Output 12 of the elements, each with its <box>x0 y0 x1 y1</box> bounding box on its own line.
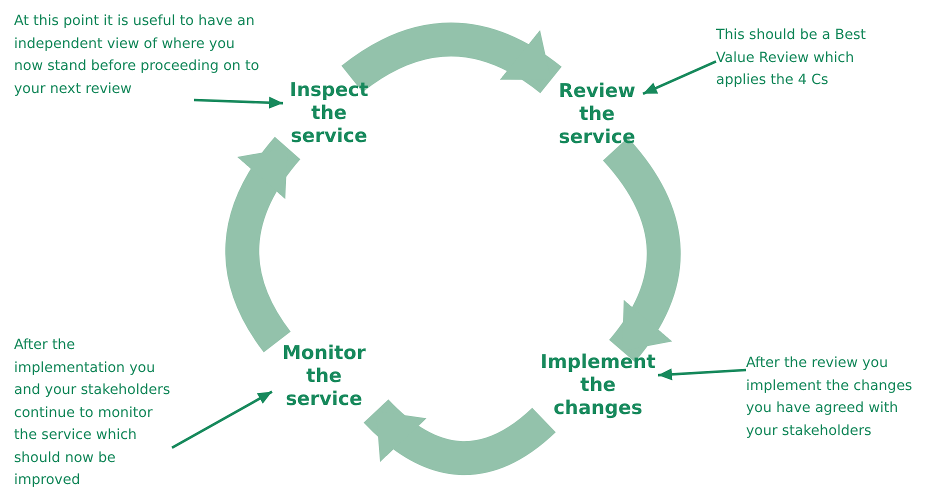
annotation-text: At this point it is useful to have an independent view of where you now stand before proceeding on to your next review <box>14 10 264 100</box>
annotation-text: After the implementation you and your stakeholders continue to monitor the service which should now be improved <box>14 334 172 492</box>
leader-arrow <box>171 390 273 449</box>
leader-arrow <box>658 368 746 381</box>
leader-arrow <box>194 96 284 109</box>
step-label: Inspect the service <box>283 79 375 148</box>
step-label: Monitor the service <box>272 342 376 411</box>
step-label: Implement the changes <box>538 351 658 420</box>
leader-arrow <box>642 60 717 96</box>
annotation-text: After the review you implement the changes you have agreed with your stakeholders <box>746 352 928 442</box>
step-label: Review the service <box>551 80 643 149</box>
annotation-text: This should be a Best Value Review which applies the 4 Cs <box>716 24 896 92</box>
